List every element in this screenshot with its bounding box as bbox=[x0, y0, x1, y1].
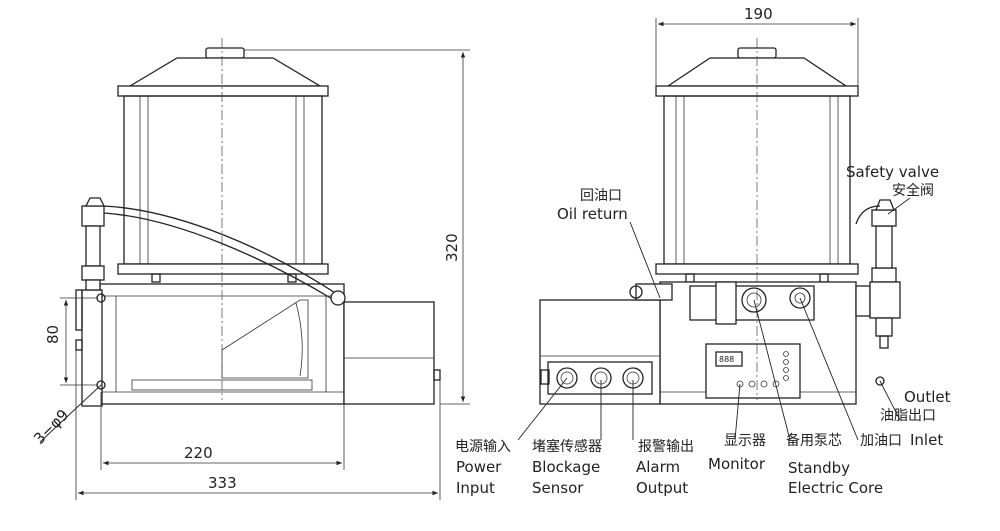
dim-height-320: 320 bbox=[443, 233, 461, 262]
dim-width-333: 333 bbox=[208, 474, 237, 492]
side-view-dimensions: 320 80 3−φ9 220 333 bbox=[30, 49, 470, 500]
label-power-input-en-2: Input bbox=[456, 479, 495, 497]
label-monitor-en: Monitor bbox=[708, 455, 766, 473]
label-power-input-cn: 电源输入 bbox=[455, 439, 511, 455]
label-standby-core-cn: 备用泵芯 bbox=[786, 432, 842, 449]
label-oil-return-en: Oil return bbox=[557, 205, 628, 223]
label-standby-core-en-1: Standby bbox=[788, 459, 850, 477]
label-blockage-sensor-en-1: Blockage bbox=[532, 458, 600, 476]
label-standby-core-en-2: Electric Core bbox=[788, 479, 883, 497]
label-blockage-sensor-cn: 堵塞传感器 bbox=[532, 438, 602, 455]
label-inlet-cn: 加油口 bbox=[860, 433, 902, 449]
callouts: 回油口 Oil return Safety valve 安全阀 Outlet 油… bbox=[455, 163, 951, 497]
label-monitor-cn: 显示器 bbox=[724, 433, 766, 449]
label-outlet-cn: 油脂出口 bbox=[880, 408, 936, 424]
label-blockage-sensor-en-2: Sensor bbox=[532, 479, 584, 497]
dim-width-190: 190 bbox=[744, 5, 773, 23]
label-inlet-en: Inlet bbox=[910, 431, 943, 449]
dim-height-80: 80 bbox=[44, 325, 62, 344]
label-oil-return-cn: 回油口 bbox=[580, 188, 622, 204]
dim-holes: 3−φ9 bbox=[30, 406, 72, 448]
svg-text:888: 888 bbox=[719, 355, 734, 364]
label-safety-valve-cn: 安全阀 bbox=[892, 182, 934, 199]
label-alarm-output-cn: 报警输出 bbox=[638, 439, 694, 455]
label-outlet-en: Outlet bbox=[904, 388, 951, 406]
dim-width-220: 220 bbox=[184, 444, 213, 462]
label-power-input-en-1: Power bbox=[456, 458, 502, 476]
side-view bbox=[75, 38, 441, 407]
label-safety-valve-en: Safety valve bbox=[846, 163, 939, 181]
label-alarm-output-en-2: Output bbox=[636, 479, 688, 497]
label-alarm-output-en-1: Alarm bbox=[636, 458, 680, 476]
front-view-dimensions: 190 bbox=[655, 5, 859, 86]
